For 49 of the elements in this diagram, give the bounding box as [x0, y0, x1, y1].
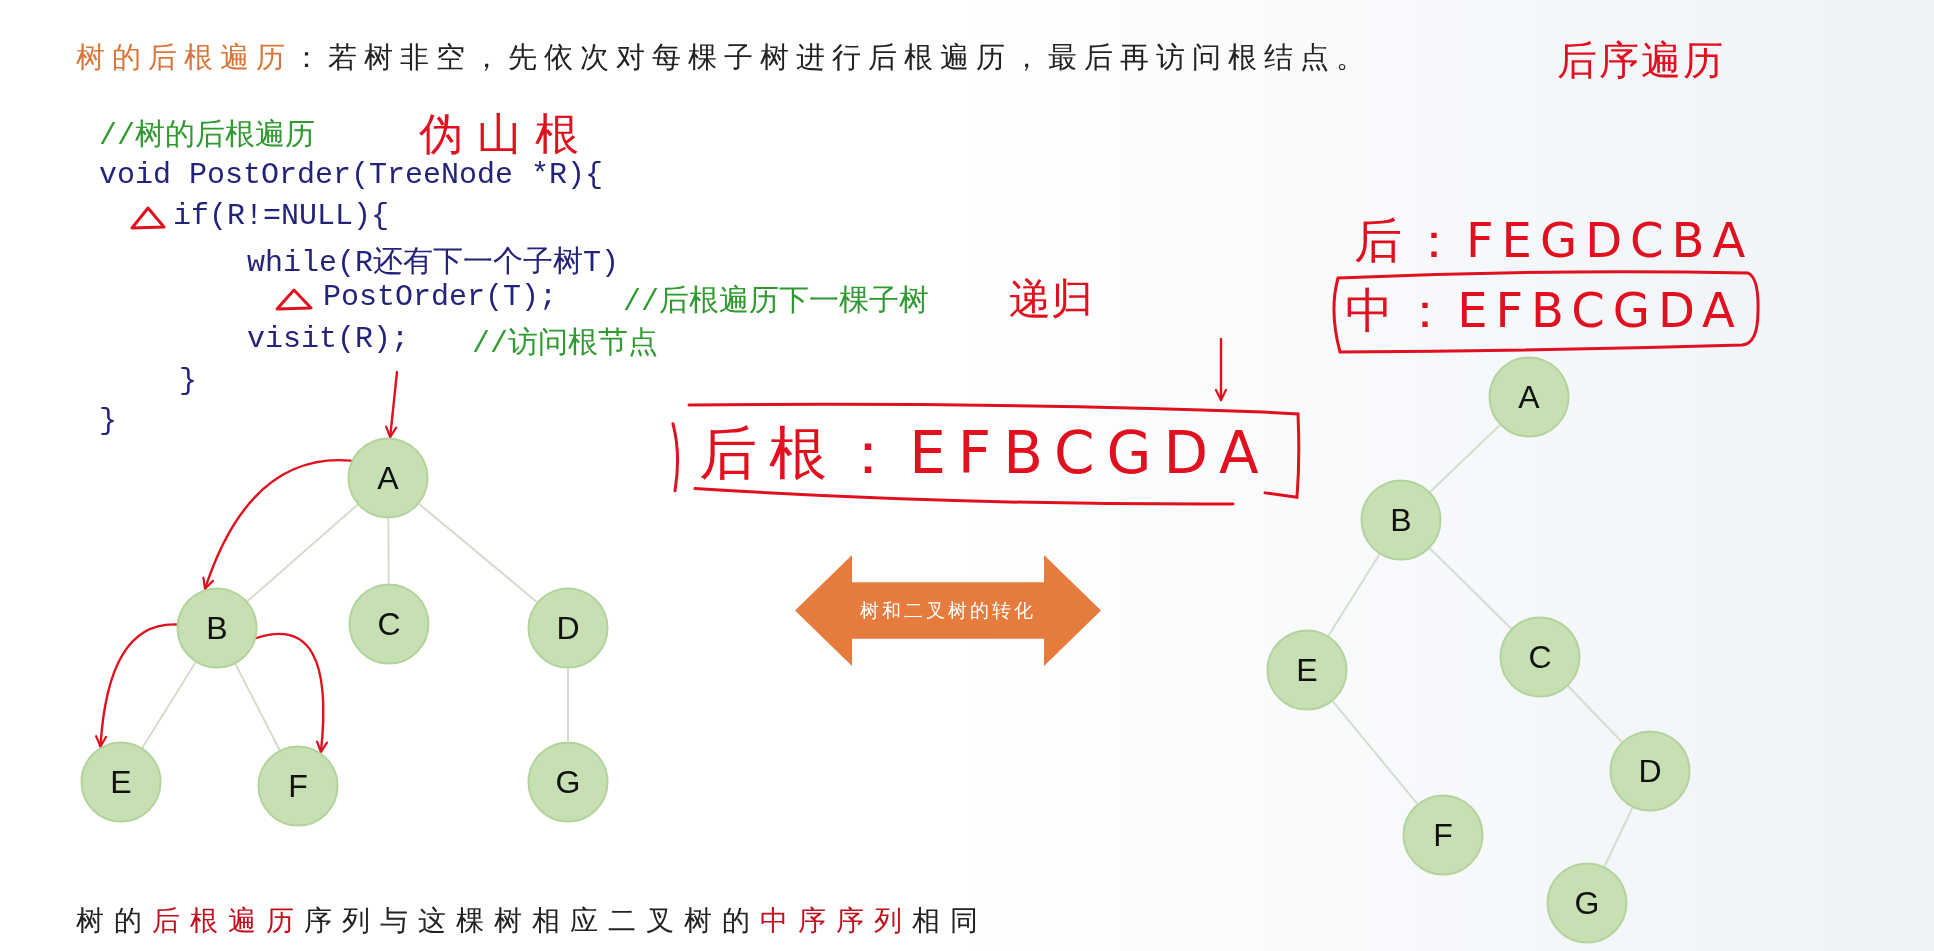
tree-node: D	[527, 587, 609, 669]
tree-node: F	[257, 745, 339, 827]
tree-edge	[1567, 685, 1623, 743]
tree-edge	[246, 504, 359, 602]
caption-text: 树的后根遍历序列与这棵树相应二叉树的中序序列相同	[76, 903, 988, 939]
tree-edge	[141, 661, 197, 749]
code-line: while(R还有下一个子树T)	[247, 245, 620, 282]
code-line: }	[99, 404, 117, 438]
tree-node: G	[1546, 862, 1628, 944]
code-line: PostOrder(T);	[323, 280, 558, 314]
code-line: visit(R);	[247, 322, 410, 356]
code-comment: //访问根节点	[472, 325, 658, 363]
tree-edge	[567, 668, 569, 742]
title-text: 树的后根遍历：若树非空，先依次对每棵子树进行后根遍历，最后再访问根结点。	[76, 39, 1372, 76]
tree-node: F	[1402, 794, 1484, 876]
tree-node: C	[348, 583, 430, 665]
annotation-box: 后根：EFBCGDA	[667, 400, 1303, 508]
tree-edge	[1327, 553, 1381, 637]
double-arrow: 树和二叉树的转化	[795, 555, 1101, 666]
tree-node: A	[347, 437, 429, 519]
code-comment: //后根遍历下一棵子树	[623, 283, 929, 321]
tree-node: D	[1609, 730, 1691, 812]
tree-edge	[1332, 700, 1418, 805]
tree-node: C	[1499, 616, 1581, 698]
tree-edge	[387, 518, 390, 584]
tree-node: A	[1488, 356, 1570, 438]
arrow	[255, 632, 328, 754]
code-comment: //树的后根遍历	[99, 117, 315, 155]
tree-edge	[1429, 547, 1512, 630]
tree-edge	[1603, 807, 1634, 867]
arrow	[385, 370, 399, 439]
code-line: void PostOrder(TreeNode *R){	[99, 158, 604, 192]
code-line: }	[179, 364, 197, 398]
tree-edge	[1429, 424, 1501, 493]
tree-node: E	[80, 741, 162, 823]
handwritten-note: 伪 山 根	[419, 106, 579, 161]
arrow	[202, 459, 353, 590]
handwritten-note: 后：FEGDCBA	[1354, 211, 1754, 271]
code-line: if(R!=NULL){	[173, 199, 390, 233]
handwritten-note: 后序遍历	[1557, 36, 1725, 85]
tree-node: B	[176, 587, 258, 669]
arrow	[1214, 337, 1228, 402]
handwritten-note: 递归	[1009, 272, 1093, 325]
tree-edge	[234, 663, 281, 751]
arrow	[95, 623, 178, 748]
tree-node: G	[527, 741, 609, 823]
tree-edge	[418, 503, 538, 603]
tree-node: B	[1360, 479, 1442, 561]
tree-node: E	[1266, 629, 1348, 711]
